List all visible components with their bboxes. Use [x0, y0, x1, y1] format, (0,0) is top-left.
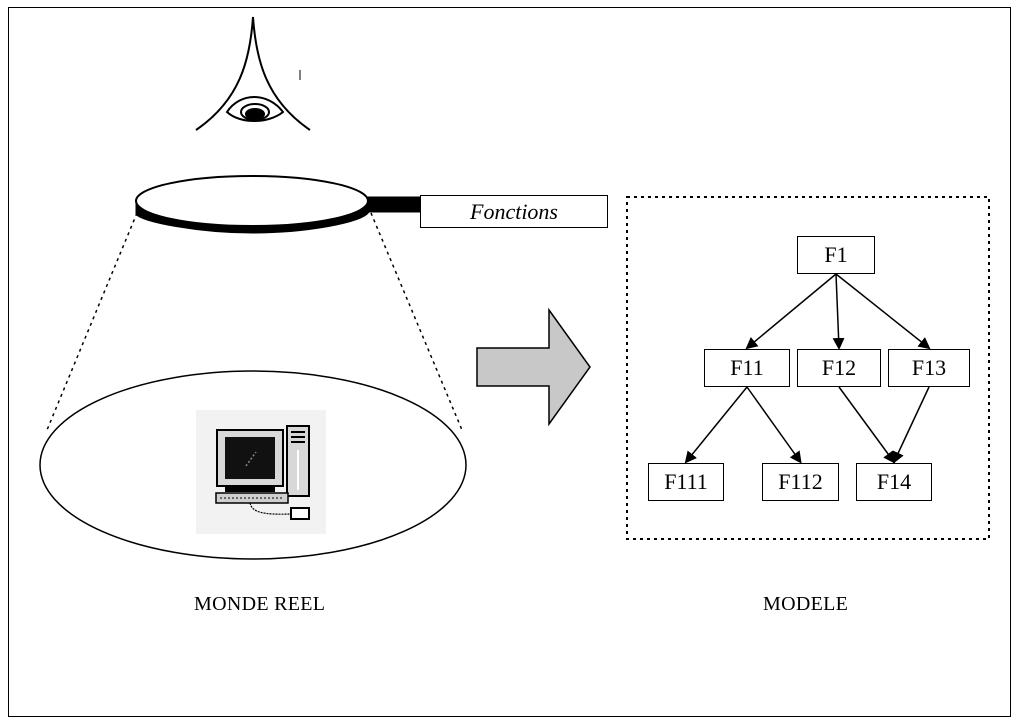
- model-boundary: [626, 196, 990, 540]
- tree-edges: [684, 273, 931, 464]
- edge-f1-f11: [745, 273, 837, 350]
- tree-node-f14: F14: [856, 463, 932, 501]
- lens-label: Fonctions: [470, 198, 558, 224]
- edge-f11-f111: [684, 386, 748, 464]
- lens-label-box: Fonctions: [420, 195, 608, 228]
- tree-node-f12: F12: [797, 349, 881, 387]
- tree-node-f11: F11: [704, 349, 790, 387]
- edge-f1-f12: [832, 273, 845, 350]
- transform-arrow-icon: [476, 307, 591, 427]
- tree-node-f111: F111: [648, 463, 724, 501]
- real-world-caption: MONDE REEL: [194, 593, 326, 615]
- tree-node-f13: F13: [888, 349, 970, 387]
- projection-line-right: [370, 212, 463, 431]
- edge-f13-f14: [892, 386, 930, 464]
- eye-icon: [195, 16, 311, 131]
- edge-f11-f112: [746, 386, 802, 464]
- magnifying-glass-icon: [135, 175, 423, 234]
- tree-node-f1: F1: [797, 236, 875, 274]
- tree-node-f112: F112: [762, 463, 839, 501]
- model-caption: MODELE: [763, 593, 849, 615]
- edge-f12-f14: [838, 386, 896, 464]
- computer-icon: [196, 410, 326, 534]
- edge-f1-f13: [835, 273, 931, 350]
